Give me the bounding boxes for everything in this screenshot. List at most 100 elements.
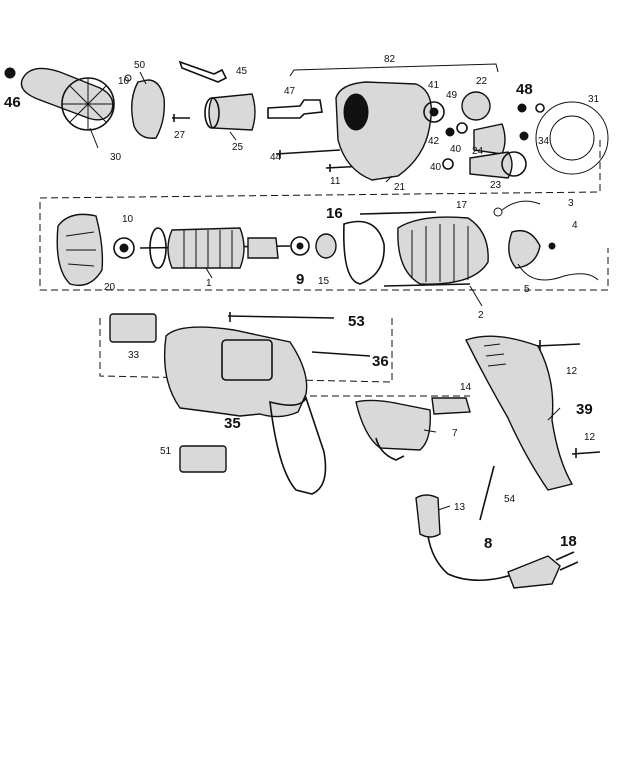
- part-20-baffle-detail: [65, 231, 96, 267]
- callout-82: 82: [384, 54, 396, 65]
- callout-22: 22: [476, 76, 488, 87]
- leader-lines: [89, 71, 561, 511]
- part-41-bearing: [423, 101, 445, 123]
- callout-27: 27: [174, 130, 186, 141]
- callout-5: 5: [524, 284, 530, 295]
- callout-50: 50: [134, 60, 146, 71]
- callout-4: 4: [572, 220, 578, 231]
- part-1-commutator: [247, 237, 279, 259]
- callout-labels: 46 30 50 10 27 45 25 82 47 44 11 21 41 4…: [4, 54, 600, 552]
- part-2-field-housing: [397, 216, 489, 285]
- part-25-bushing-face: [204, 97, 220, 129]
- switch-assembly: [355, 397, 471, 461]
- part-13-strain-relief: [415, 494, 441, 538]
- callout-9: 9: [296, 271, 304, 288]
- callout-3: 3: [568, 198, 574, 209]
- leader-line: [89, 127, 99, 149]
- part-36-screw: [311, 351, 371, 357]
- callout-49: 49: [446, 90, 458, 101]
- part-45-hex-key: [178, 60, 228, 83]
- part-22-gear: [461, 91, 491, 121]
- part-35-label-area: [221, 339, 273, 381]
- callout-40: 40: [450, 144, 462, 155]
- callout-48: 48: [516, 81, 533, 98]
- part-3-lead: [501, 200, 541, 211]
- callout-14: 14: [460, 382, 472, 393]
- leader-line: [469, 285, 483, 307]
- part-41-bearing-core: [429, 107, 439, 117]
- part-2-screw: [383, 283, 471, 287]
- leader-line: [205, 267, 213, 279]
- callout-23: 23: [490, 180, 502, 191]
- motor-assembly: [56, 200, 599, 287]
- part-42-washer: [445, 127, 455, 137]
- part-31-gasket: [535, 101, 609, 175]
- housing-assembly: [109, 312, 371, 495]
- leader-line: [385, 175, 393, 183]
- part-33-nameplate: [109, 313, 157, 343]
- part-7-trigger: [375, 437, 405, 461]
- part-10-pin: [124, 74, 132, 82]
- callout-17: 17: [456, 200, 468, 211]
- part-51-label: [179, 445, 227, 473]
- callout-15: 15: [318, 276, 330, 287]
- callout-53: 53: [348, 313, 365, 330]
- part-23-pinion-gear: [501, 151, 527, 177]
- callout-44: 44: [270, 152, 282, 163]
- part-10-bearing-core: [119, 243, 129, 253]
- part-17-screw: [359, 211, 437, 215]
- part-14-lock-button: [431, 397, 471, 415]
- callout-42: 42: [428, 136, 440, 147]
- leader-line: [229, 131, 237, 141]
- callout-10: 10: [118, 76, 130, 87]
- part-25-bushing: [208, 93, 256, 131]
- callout-31: 31: [588, 94, 600, 105]
- part-2-field-windings: [411, 224, 469, 282]
- leader-line: [547, 407, 561, 421]
- part-40-washer-lower: [442, 158, 454, 170]
- part-4-terminal: [548, 242, 556, 250]
- callout-30: 30: [110, 152, 122, 163]
- part-12-screw-upper: [535, 340, 581, 350]
- part-27-screw: [172, 114, 190, 122]
- part-16-baffle-ring: [343, 220, 385, 285]
- callout-33: 33: [128, 350, 140, 361]
- part-53-screw: [227, 312, 335, 322]
- part-40-washer-upper: [456, 122, 468, 134]
- part-44-screw: [275, 149, 341, 158]
- gear-case-group-boundary: [39, 140, 609, 291]
- side-handle-assembly: [4, 60, 228, 139]
- callout-16: 16: [326, 205, 343, 222]
- callout-12: 12: [584, 432, 596, 443]
- callout-10: 10: [122, 214, 134, 225]
- callout-40: 40: [430, 162, 442, 173]
- callout-39: 39: [576, 401, 593, 418]
- part-3-brush-spring: [493, 207, 503, 217]
- leader-line: [423, 429, 437, 433]
- callout-8: 8: [484, 535, 492, 552]
- part-9-bearing: [290, 236, 310, 256]
- callout-25: 25: [232, 142, 244, 153]
- callout-11: 11: [330, 176, 341, 187]
- leader-line: [437, 505, 451, 511]
- part-10-bearing: [113, 237, 135, 259]
- callout-12: 12: [566, 366, 578, 377]
- part-31-gasket-inner: [549, 115, 595, 161]
- callout-47: 47: [284, 86, 296, 97]
- callout-13: 13: [454, 502, 466, 513]
- part-12-screw-lower: [571, 448, 601, 458]
- part-54-rod: [479, 465, 495, 521]
- gear-case-assembly: [204, 63, 609, 181]
- callout-54: 54: [504, 494, 516, 505]
- callout-7: 7: [452, 428, 458, 439]
- part-18-prongs: [555, 551, 579, 571]
- part-35-grip: [269, 395, 327, 495]
- part-18-plug: [507, 555, 561, 589]
- part-23-pinion: [469, 151, 513, 179]
- part-50-clamp: [131, 79, 166, 139]
- part-1-armature: [167, 227, 245, 269]
- callout-36: 36: [372, 353, 389, 370]
- part-1-armature-windings: [183, 230, 233, 268]
- part-7-switch: [355, 399, 431, 451]
